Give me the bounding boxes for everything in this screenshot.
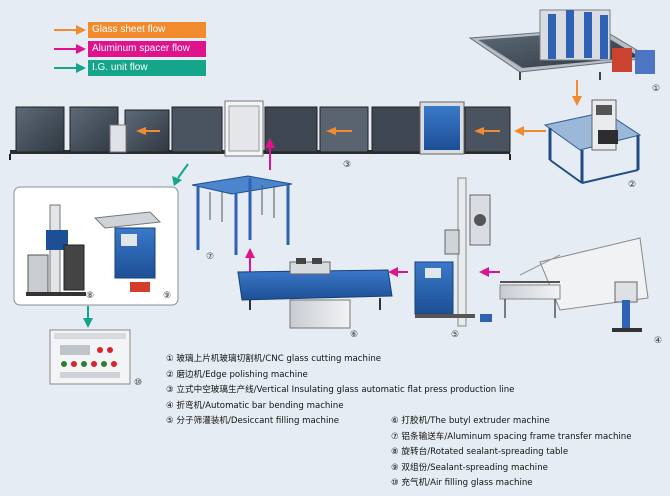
desiccant-filling-machine bbox=[414, 177, 492, 327]
caption-item-10: ⑩ 充气机/Air filling glass machine bbox=[391, 478, 533, 489]
caption-item-8: ⑧ 旋转台/Rotated sealant-spreading table bbox=[391, 447, 569, 458]
step-number-1: ① bbox=[652, 84, 661, 94]
caption-item-9: ⑨ 双组份/Sealant-spreading machine bbox=[391, 462, 548, 473]
caption-item-4: ④ 折弯机/Automatic bar bending machine bbox=[166, 400, 344, 411]
caption-item-2: ② 磨边机/Edge polishing machine bbox=[166, 369, 308, 380]
spacer-arrow-6-to-7 bbox=[245, 248, 255, 272]
ig-flow-arrow-8-to-10 bbox=[83, 306, 93, 328]
sealant-callout-box bbox=[13, 186, 179, 306]
step-number-3: ③ bbox=[343, 160, 352, 170]
edge-polishing-machine bbox=[543, 99, 642, 184]
step-number-5: ⑤ bbox=[451, 330, 460, 340]
bar-bending-machine bbox=[499, 237, 649, 332]
cnc-glass-cutting-machine bbox=[468, 9, 655, 80]
teal-arrow-icon bbox=[54, 63, 86, 73]
legend-aluminum-label: Aluminum spacer flow bbox=[88, 41, 206, 57]
spacer-arrow-4-to-5 bbox=[479, 267, 500, 277]
spacer-arrow-5-to-6 bbox=[388, 267, 408, 277]
step-number-7: ⑦ bbox=[206, 252, 215, 262]
step-number-10: ⑩ bbox=[134, 378, 143, 388]
legend-glass-flow: Glass sheet flow bbox=[52, 22, 206, 38]
ig-flow-arrow-line-to-8 bbox=[172, 163, 189, 186]
spacer-in-arrows bbox=[265, 138, 275, 170]
legend-glass-label: Glass sheet flow bbox=[88, 22, 206, 38]
legend-ig-flow: I.G. unit flow bbox=[52, 60, 206, 76]
caption-item-7: ⑦ 铝条输送车/Aluminum spacing frame transfer … bbox=[391, 431, 632, 442]
caption-list-left: ① 玻璃上片机玻璃切割机/CNC glass cutting machine ②… bbox=[166, 352, 514, 430]
air-filling-machine bbox=[49, 329, 131, 385]
flow-arrow-2-to-3 bbox=[514, 126, 546, 136]
step-number-2: ② bbox=[628, 180, 637, 190]
legend-aluminum-flow: Aluminum spacer flow bbox=[52, 41, 206, 57]
caption-item-5: ⑤ 分子筛灌装机/Desiccant filling machine bbox=[166, 416, 340, 427]
caption-item-3: ③ 立式中空玻璃生产线/Vertical Insulating glass au… bbox=[166, 385, 515, 396]
aluminum-frame-transfer-machine bbox=[191, 175, 293, 255]
caption-item-6: ⑥ 打胶机/The butyl extruder machine bbox=[391, 416, 550, 426]
orange-arrow-icon bbox=[54, 25, 86, 35]
caption-item-1: ① 玻璃上片机玻璃切割机/CNC glass cutting machine bbox=[166, 354, 382, 364]
step-number-8: ⑧ bbox=[86, 291, 95, 301]
magenta-arrow-icon bbox=[54, 44, 86, 54]
vertical-ig-production-line bbox=[9, 100, 511, 160]
step-number-9: ⑨ bbox=[163, 291, 172, 301]
line-flow-arrows bbox=[136, 127, 500, 135]
step-number-6: ⑥ bbox=[350, 330, 359, 340]
legend-ig-label: I.G. unit flow bbox=[88, 60, 206, 76]
caption-list-right: ⑥ 打胶机/The butyl extruder machine ⑦ 铝条输送车… bbox=[391, 414, 632, 492]
butyl-extruder-machine bbox=[237, 258, 393, 329]
step-number-4: ④ bbox=[654, 336, 663, 346]
flow-arrow-1-to-2 bbox=[572, 80, 582, 106]
